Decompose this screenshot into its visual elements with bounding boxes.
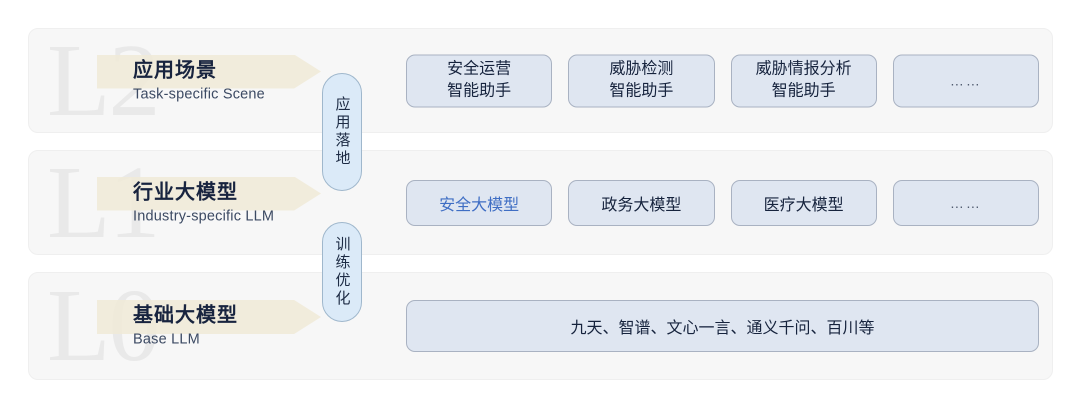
card-line-1: 医疗大模型 [763, 196, 844, 214]
card-line-2: 智能助手 [609, 82, 674, 100]
card-threat-intel-analysis-assistant[interactable]: 威胁情报分析 智能助手 [730, 54, 877, 107]
ellipsis-icon: …… [949, 194, 982, 211]
card-line-2: 智能助手 [447, 82, 512, 100]
layer-title-en-l0: Base LLM [133, 331, 200, 348]
card-line-1: 政务大模型 [601, 196, 682, 214]
card-line-1: 威胁情报分析 [755, 60, 852, 78]
layer-title-cn-l1: 行业大模型 [133, 180, 238, 203]
ellipsis-icon: …… [949, 72, 982, 89]
card-area-l0: 九天、智谱、文心一言、通义千问、百川等 [406, 300, 1039, 352]
layer-title-l2: 应用场景 Task-specific Scene [133, 58, 265, 103]
card-more-l2[interactable]: …… [892, 54, 1039, 107]
card-security-operations-assistant[interactable]: 安全运营 智能助手 [406, 54, 553, 107]
layer-title-l0: 基础大模型 Base LLM [133, 303, 238, 348]
card-government-llm[interactable]: 政务大模型 [568, 179, 715, 226]
card-security-llm[interactable]: 安全大模型 [406, 179, 553, 226]
connector-label: 应用落地 [333, 96, 351, 168]
card-more-l1[interactable]: …… [892, 179, 1039, 226]
card-line-1: 九天、智谱、文心一言、通义千问、百川等 [570, 320, 875, 337]
layer-stack-diagram: L2 应用场景 Task-specific Scene 安全运营 智能助手 威胁… [28, 28, 1053, 380]
card-line-2: 智能助手 [771, 82, 836, 100]
layer-row-l2: L2 应用场景 Task-specific Scene 安全运营 智能助手 威胁… [28, 28, 1053, 133]
card-threat-detection-assistant[interactable]: 威胁检测 智能助手 [568, 54, 715, 107]
layer-title-l1: 行业大模型 Industry-specific LLM [133, 180, 274, 225]
connector-pill-application-landing[interactable]: 应用落地 [322, 73, 362, 191]
layer-row-l1: L1 行业大模型 Industry-specific LLM 安全大模型 政务大… [28, 150, 1053, 255]
card-area-l2: 安全运营 智能助手 威胁检测 智能助手 威胁情报分析 智能助手 …… [406, 54, 1039, 107]
connector-pill-training-optimization[interactable]: 训练优化 [322, 222, 362, 322]
card-area-l1: 安全大模型 政务大模型 医疗大模型 …… [406, 179, 1039, 226]
card-line-1: 安全运营 [447, 60, 512, 78]
connector-label: 训练优化 [333, 236, 351, 308]
card-line-1: 安全大模型 [439, 196, 520, 214]
card-base-llm-vendors[interactable]: 九天、智谱、文心一言、通义千问、百川等 [406, 300, 1039, 352]
layer-title-cn-l2: 应用场景 [133, 58, 217, 81]
layer-title-en-l2: Task-specific Scene [133, 85, 265, 102]
card-line-1: 威胁检测 [609, 60, 674, 78]
layer-title-cn-l0: 基础大模型 [133, 304, 238, 327]
card-medical-llm[interactable]: 医疗大模型 [730, 179, 877, 226]
layer-title-en-l1: Industry-specific LLM [133, 207, 275, 224]
layer-row-l0: L0 基础大模型 Base LLM 九天、智谱、文心一言、通义千问、百川等 [28, 272, 1053, 380]
